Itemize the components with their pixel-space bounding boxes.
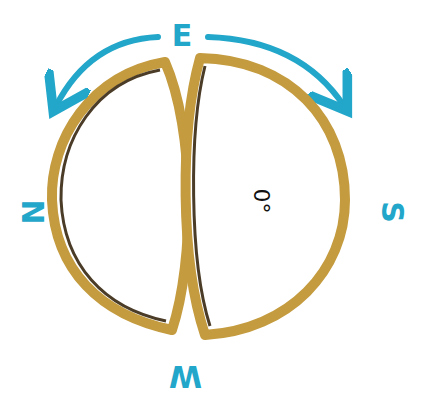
compass-letter: E: [172, 21, 193, 51]
left-half-inner: [61, 70, 166, 321]
compass-letter: S: [377, 201, 407, 223]
half-disc-border: [186, 58, 345, 335]
left-half-shape: [52, 62, 189, 330]
angle-text: 0°: [250, 189, 272, 214]
compass-letter: N: [19, 199, 49, 224]
left-arrow: [56, 37, 158, 106]
half-disc-shape: 0°: [176, 48, 354, 344]
half-disc-inner-edge: [194, 66, 210, 326]
compass-letter: W: [169, 361, 202, 391]
